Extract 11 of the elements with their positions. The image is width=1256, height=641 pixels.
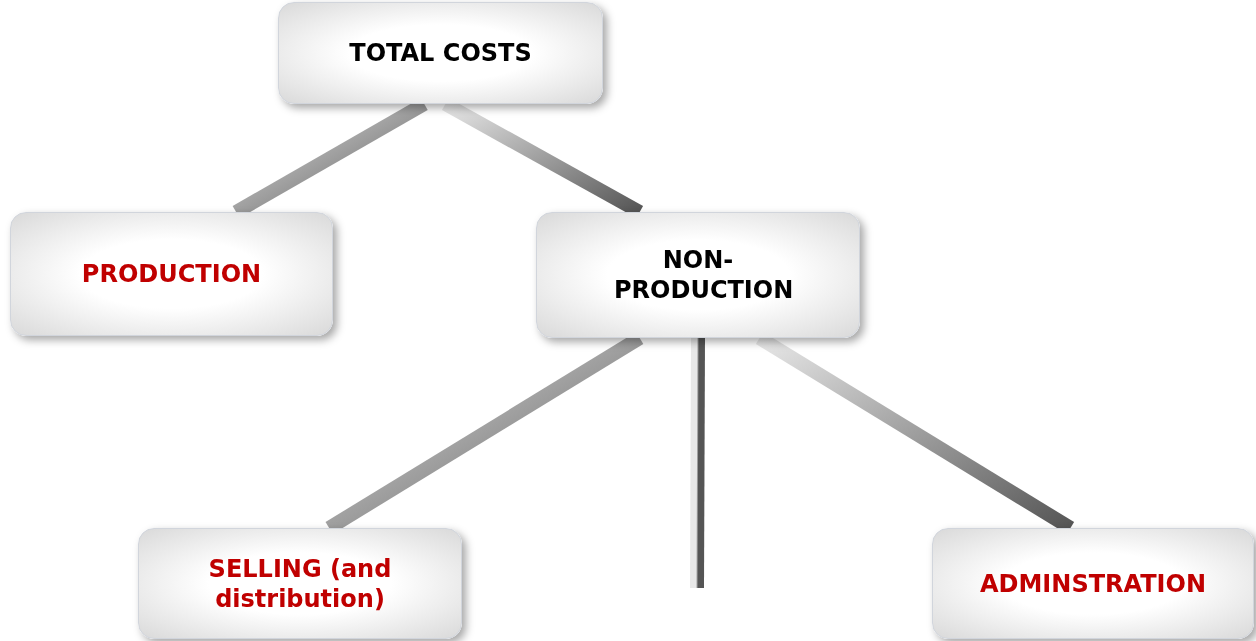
cost-box: [278, 2, 603, 104]
box-label: TOTAL COSTS: [348, 38, 533, 68]
cost-box: [536, 212, 860, 338]
cost-box: [138, 528, 462, 639]
box-label: ADMINSTRATION: [979, 568, 1207, 599]
connector-line: [690, 337, 705, 589]
box-label: SELLING (and distribution): [207, 553, 393, 614]
box-label: PRODUCTION: [80, 259, 263, 289]
cost-box: [932, 528, 1254, 639]
cost-box: [10, 212, 333, 336]
box-label: NON- PRODUCTION: [613, 245, 795, 305]
